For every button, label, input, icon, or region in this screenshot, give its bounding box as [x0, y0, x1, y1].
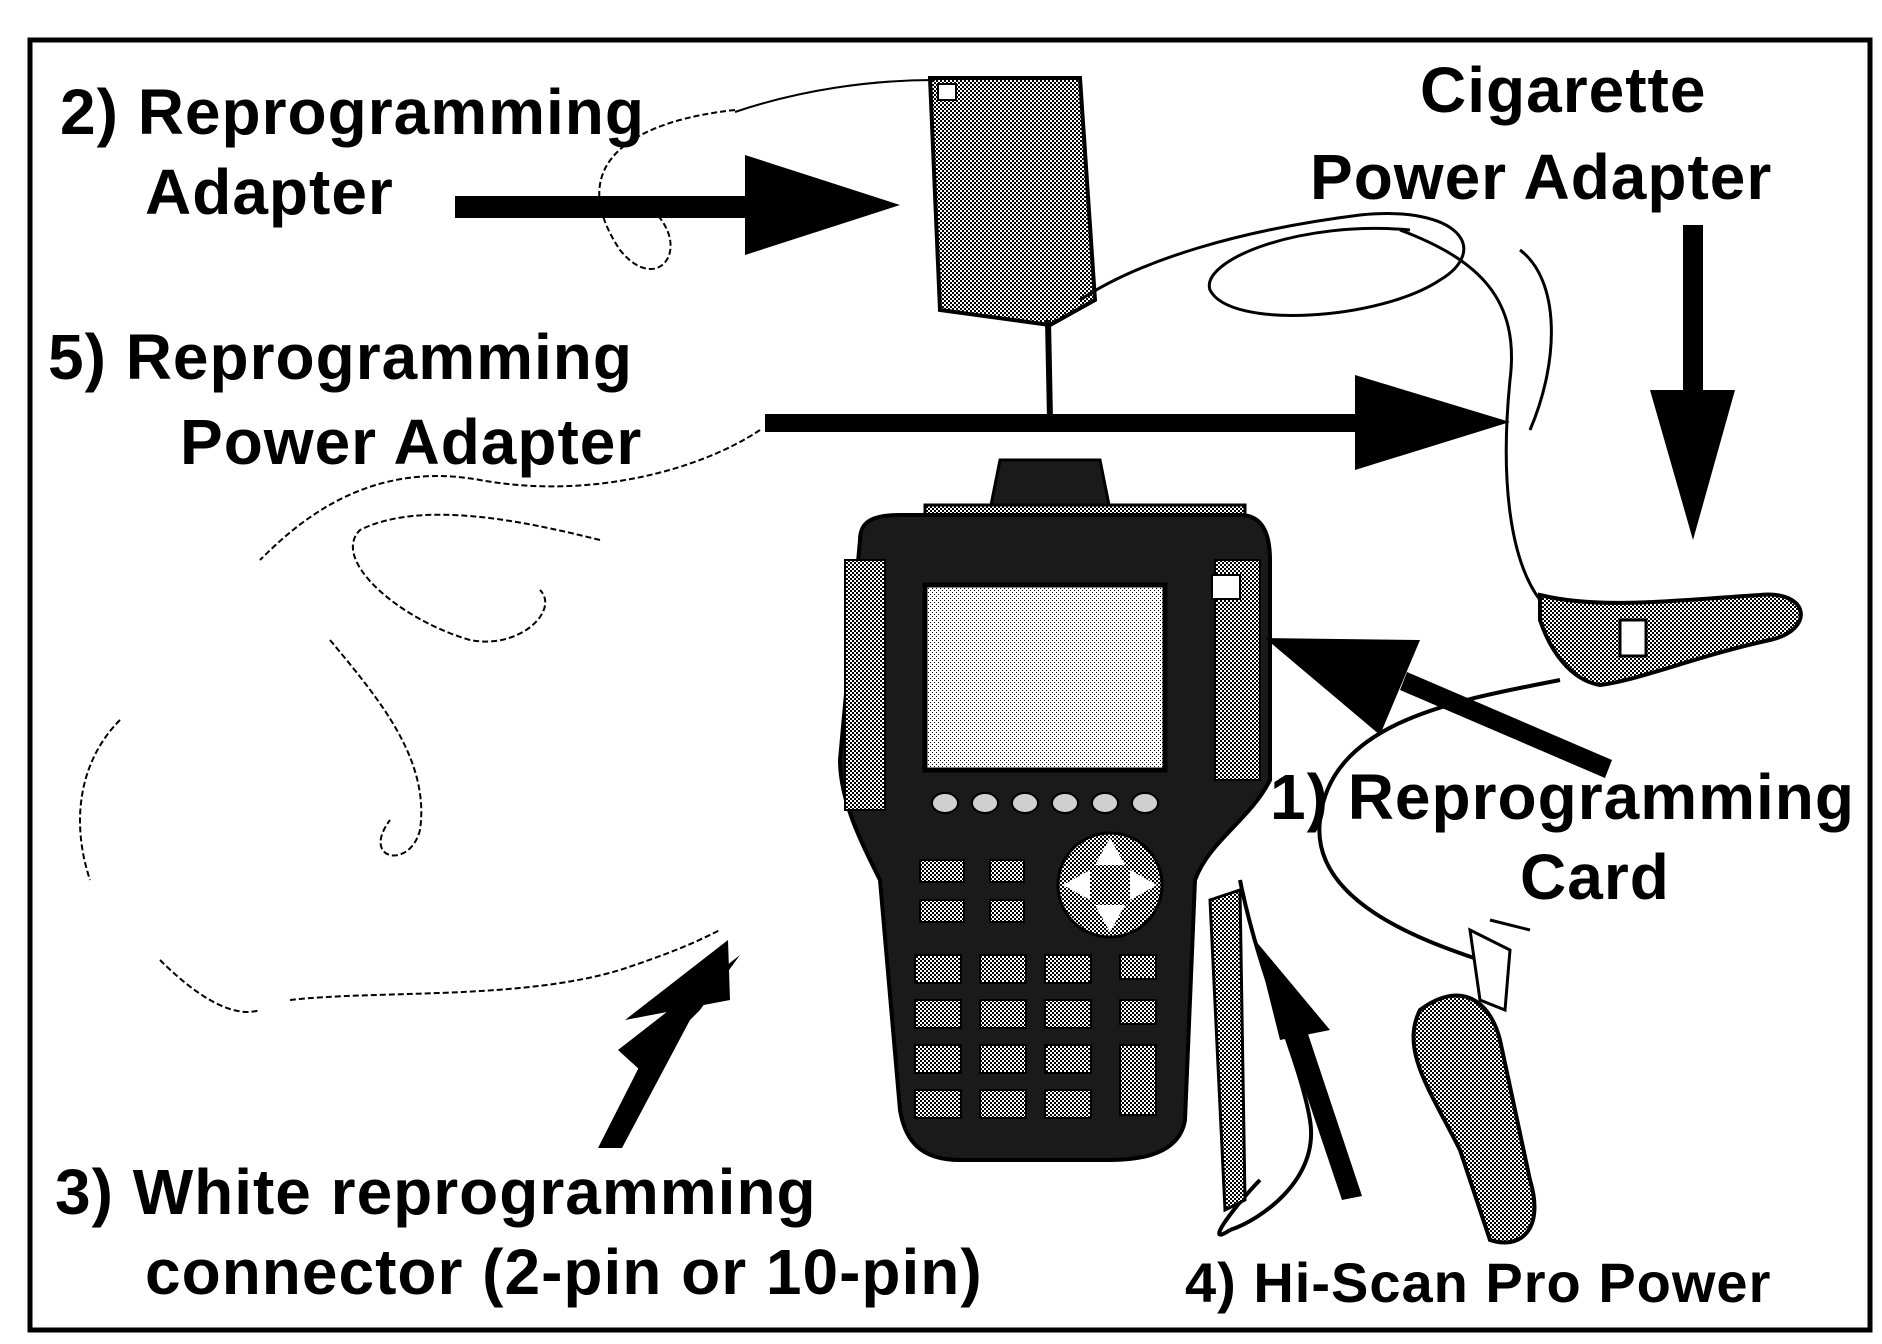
label-5-line1: 5) Reprogramming: [48, 321, 633, 393]
cigarette-cable: [1079, 212, 1553, 601]
loose-cable: [79, 109, 761, 1013]
reprogramming-adapter-icon: [734, 76, 1098, 421]
label-4: 4) Hi-Scan Pro Power: [1185, 1251, 1772, 1314]
arrow-1-card: [1265, 638, 1612, 778]
frame-border: [27, 37, 1873, 1333]
d-pad-icon: [1056, 831, 1164, 939]
label-2-line2: Adapter: [145, 156, 394, 228]
label-5-line2: Power Adapter: [180, 406, 643, 478]
arrow-5-power-adapter: [765, 375, 1510, 470]
arrow-cigarette: [1650, 225, 1735, 540]
cigarette-plug-icon: [1538, 592, 1803, 688]
label-2-line1: 2) Reprogramming: [60, 76, 645, 148]
arrow-4-power: [1255, 940, 1362, 1200]
label-1-line1: 1) Reprogramming: [1270, 761, 1855, 833]
label-cigarette-line2: Power Adapter: [1310, 141, 1773, 213]
label-cigarette-line1: Cigarette: [1420, 54, 1707, 126]
power-plug-icon: [1411, 918, 1537, 1245]
label-3-line2: connector (2-pin or 10-pin): [145, 1236, 983, 1308]
arrow-3-connector: [598, 940, 740, 1148]
label-3-line1: 3) White reprogramming: [55, 1156, 817, 1228]
arrow-2-adapter: [455, 155, 900, 255]
hi-scan-pro-scanner-icon: [837, 458, 1272, 1213]
label-1-line2: Card: [1520, 841, 1670, 913]
